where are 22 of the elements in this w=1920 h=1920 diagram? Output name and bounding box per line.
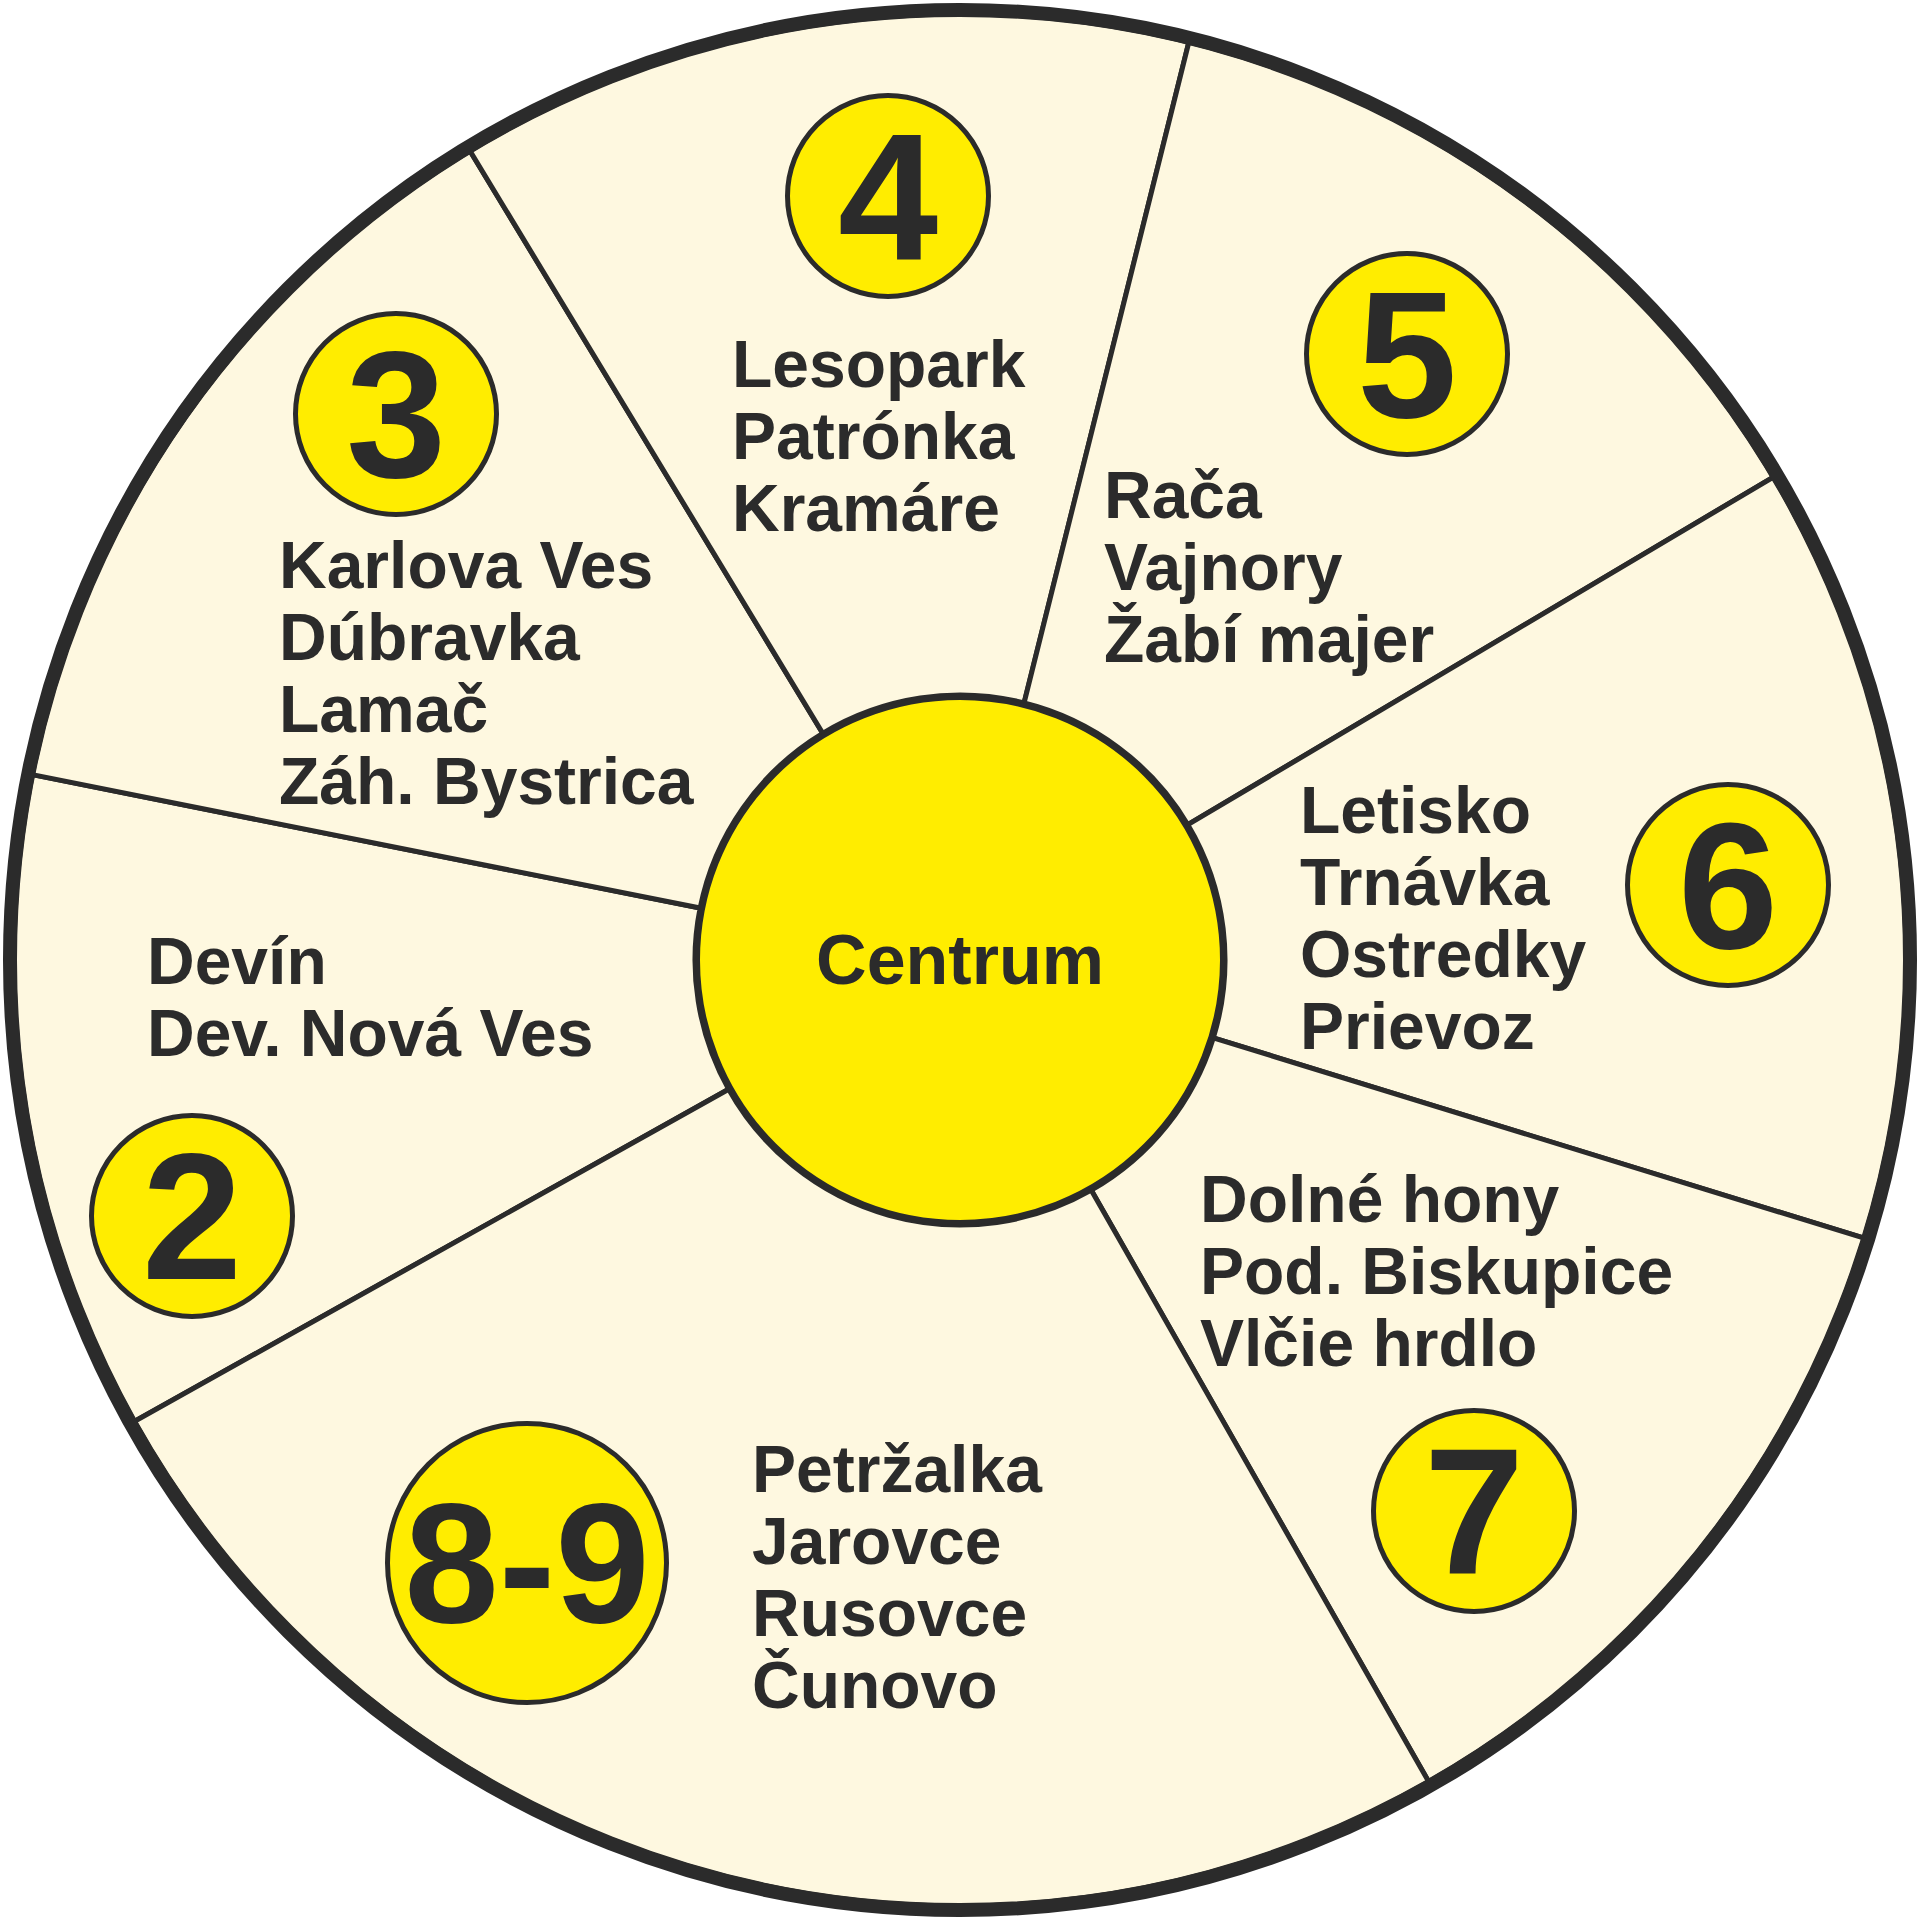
district-name: Letisko	[1300, 774, 1533, 846]
district-name: Rača	[1104, 459, 1263, 531]
district-name: Petržalka	[752, 1433, 1042, 1505]
district-name: Čunovo	[752, 1649, 999, 1721]
district-name: Lesopark	[732, 328, 1026, 400]
district-name: Lamač	[279, 673, 490, 745]
district-name: Vlčie hrdlo	[1200, 1307, 1538, 1379]
district-name: Patrónka	[732, 400, 1015, 472]
district-name: Záh. Bystrica	[279, 745, 694, 817]
district-name: Ostredky	[1300, 918, 1587, 990]
district-name: Dev. Nová Ves	[147, 997, 594, 1069]
district-name: Devín	[147, 925, 328, 997]
district-name: Jarovce	[752, 1505, 1003, 1577]
district-name: Vajnory	[1104, 531, 1344, 603]
district-name: Karlova Ves	[279, 529, 655, 601]
district-name: Pod. Biskupice	[1200, 1235, 1674, 1307]
district-name: Dúbravka	[279, 601, 581, 673]
district-name: Trnávka	[1300, 846, 1551, 918]
district-name: Kramáre	[732, 472, 1001, 544]
district-name: Prievoz	[1300, 990, 1535, 1062]
district-name: Žabí majer	[1104, 603, 1435, 675]
district-name: Rusovce	[752, 1577, 1029, 1649]
